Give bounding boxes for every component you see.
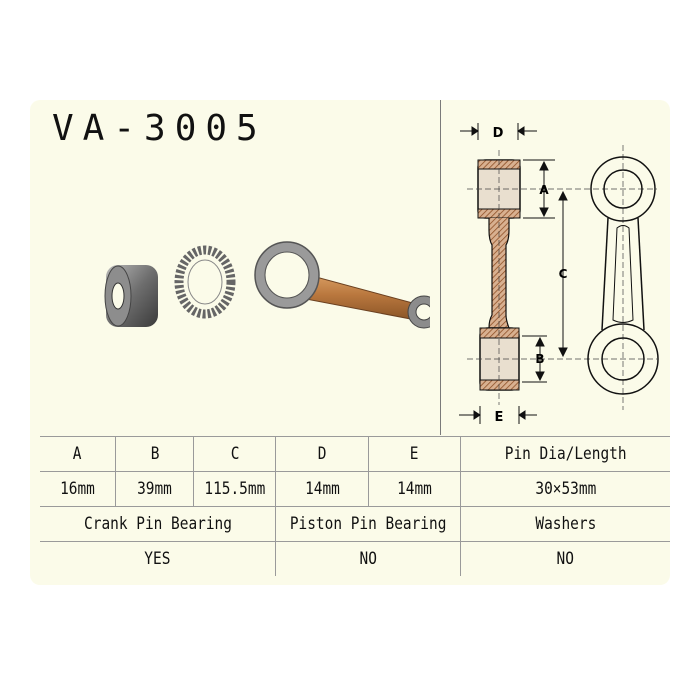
header-washers: Washers: [460, 506, 670, 542]
dimension-e-icon: [459, 406, 537, 424]
header-a: A: [40, 436, 117, 472]
value-c: 115.5mm: [193, 471, 277, 507]
header-piston-pin-bearing: Piston Pin Bearing: [275, 506, 462, 542]
dimension-diagram: D A: [459, 123, 659, 425]
value-b: 39mm: [115, 471, 195, 507]
label-c: C: [559, 267, 568, 281]
spec-table: A B C D E Pin Dia/Length 16mm 39mm 115.5…: [40, 436, 670, 576]
needle-bearing-icon: [174, 245, 236, 319]
product-card: VA-3005: [30, 100, 670, 585]
value-a: 16mm: [40, 471, 117, 507]
dimension-c-icon: [558, 190, 568, 358]
part-number-title: VA-3005: [52, 108, 267, 149]
section-divider: [440, 100, 441, 435]
header-c: C: [193, 436, 277, 472]
piston-pin-icon: [104, 265, 158, 327]
value-piston-pin-bearing: NO: [275, 541, 462, 576]
bearing-header-row: Crank Pin Bearing Piston Pin Bearing Was…: [40, 506, 670, 542]
label-b: B: [535, 352, 544, 366]
label-e: E: [495, 410, 504, 425]
value-washers: NO: [460, 541, 670, 576]
rod-side-view-icon: [477, 159, 521, 391]
value-crank-pin-bearing: YES: [40, 541, 277, 576]
value-d: 14mm: [275, 471, 369, 507]
header-crank-pin-bearing: Crank Pin Bearing: [40, 506, 277, 542]
header-e: E: [367, 436, 462, 472]
label-a: A: [539, 183, 549, 197]
value-e: 14mm: [367, 471, 462, 507]
dimension-header-row: A B C D E Pin Dia/Length: [40, 436, 670, 472]
connecting-rod-icon: [254, 241, 430, 329]
header-d: D: [275, 436, 369, 472]
dimension-a-icon: [523, 159, 555, 219]
label-d: D: [493, 126, 504, 141]
dimension-value-row: 16mm 39mm 115.5mm 14mm 14mm 30×53mm: [40, 471, 670, 507]
product-photo: [104, 241, 430, 329]
value-pin-dia-length: 30×53mm: [460, 471, 670, 507]
bearing-value-row: YES NO NO: [40, 541, 670, 576]
rod-front-view-icon: [587, 156, 659, 395]
dimension-d-icon: [460, 123, 537, 140]
dimension-b-icon: [522, 335, 547, 383]
header-pin-dia-length: Pin Dia/Length: [460, 436, 670, 472]
header-b: B: [115, 436, 195, 472]
